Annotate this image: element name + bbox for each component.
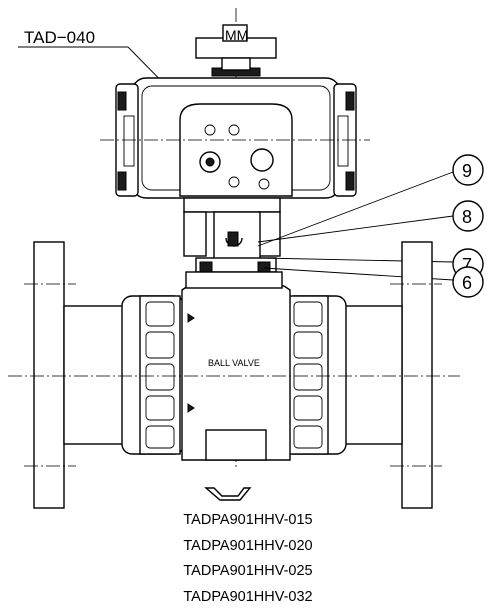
model-number-list: TADPA901HHV-015 TADPA901HHV-020 TADPA901… (0, 508, 496, 610)
left-flange (24, 241, 127, 509)
model-number: TADPA901HHV-032 (183, 588, 313, 605)
flow-arrow-icon (204, 487, 252, 501)
actuator-top-text: MM (225, 27, 248, 43)
valve-body-text: BALL VALVE (208, 358, 260, 368)
callout-8: 8 (462, 207, 472, 227)
mounting-bracket (183, 197, 281, 273)
ball-valve-body: BALL VALVE (181, 271, 291, 461)
series-label: TAD−040 (24, 28, 95, 47)
actuator-handle: MM (195, 24, 277, 77)
callout-balloons: 9 8 7 6 (257, 154, 484, 298)
left-union-nut (121, 295, 185, 455)
right-union-nut (283, 295, 347, 455)
series-label-group: TAD−040 (18, 28, 183, 103)
model-number: TADPA901HHV-015 (183, 512, 313, 528)
callout-7: 7 (462, 255, 472, 275)
callout-6: 6 (462, 273, 472, 293)
model-number: TADPA901HHV-020 (183, 537, 313, 554)
pneumatic-actuator (100, 77, 370, 199)
callout-9: 9 (462, 161, 472, 181)
model-number: TADPA901HHV-025 (183, 563, 313, 579)
right-flange (343, 241, 442, 509)
